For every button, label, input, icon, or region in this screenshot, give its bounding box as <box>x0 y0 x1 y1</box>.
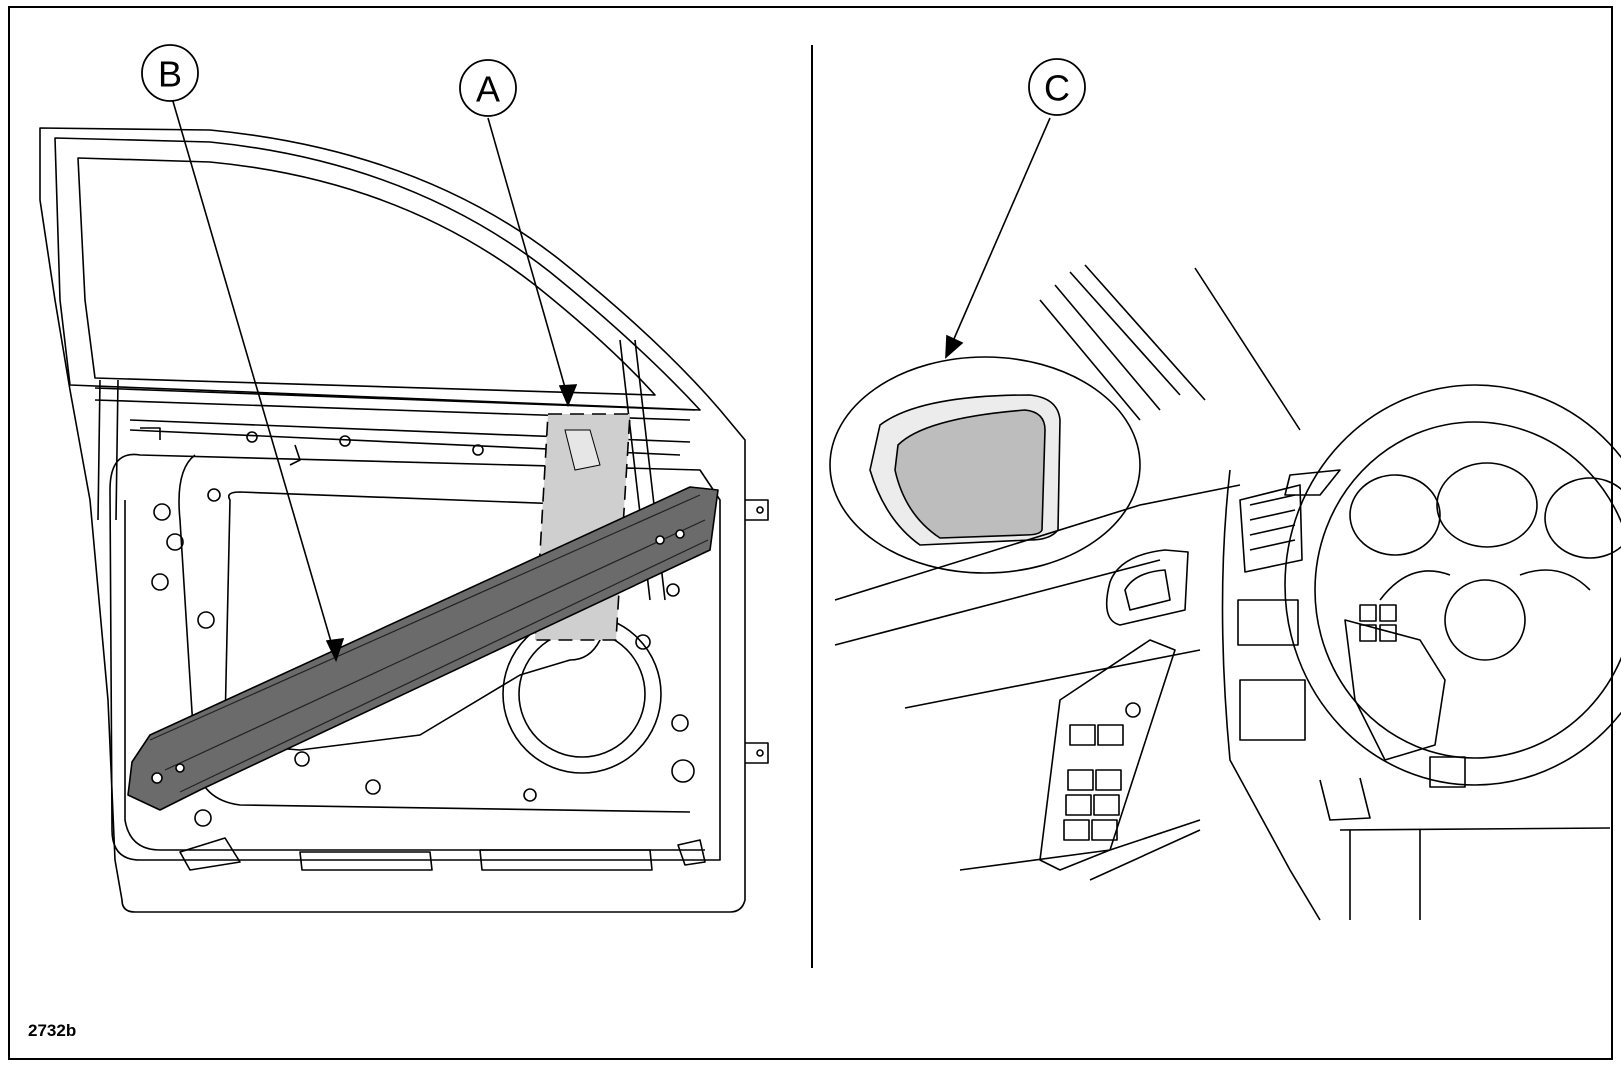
door-intrusion-beam <box>127 486 719 811</box>
mirror-glass <box>894 409 1046 539</box>
leader-lines-left <box>171 97 578 663</box>
door-outer-outline <box>39 127 746 913</box>
leader-line-c <box>945 117 1051 359</box>
instrument-gauge <box>1349 474 1441 556</box>
mirror-callout-ellipse <box>829 356 1141 574</box>
callout-b-label: B <box>158 54 182 95</box>
drain-slot <box>299 851 433 871</box>
callout-a: A <box>459 59 517 117</box>
belt-line <box>94 387 696 411</box>
drain-slot <box>677 839 706 866</box>
door-handle <box>1105 549 1189 626</box>
callout-c-label: C <box>1044 68 1070 109</box>
door-window-frame <box>54 137 701 411</box>
hinge-tab <box>745 499 769 521</box>
instrument-gauge <box>1436 462 1538 548</box>
drain-slot <box>179 837 241 871</box>
steering-wheel-hub <box>1444 579 1526 661</box>
inner-panel-outline <box>109 453 721 861</box>
figure-id-label: 2732b <box>28 1021 76 1040</box>
door-window-inner <box>77 157 656 396</box>
callout-a-label: A <box>476 69 500 110</box>
hinge-tab <box>745 742 769 764</box>
steering-wheel-rim <box>1284 384 1621 786</box>
air-vent <box>1239 484 1303 573</box>
interior-illustration <box>829 264 1621 921</box>
figure-border <box>8 6 1613 1060</box>
callout-c: C <box>1028 58 1086 116</box>
instrument-gauge <box>1544 477 1621 559</box>
callout-b: B <box>141 44 199 102</box>
drain-slot <box>479 849 653 871</box>
